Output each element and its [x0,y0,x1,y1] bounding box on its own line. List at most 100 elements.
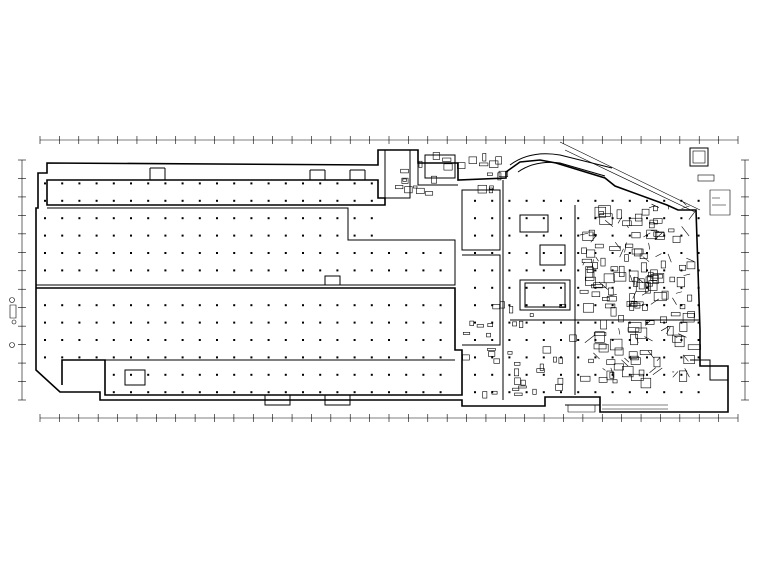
duct-segment [624,242,627,253]
equipment-box [679,322,688,332]
column-dot [130,391,132,394]
column-dot [198,252,201,254]
column-dot [44,182,46,185]
column-dot [216,182,218,185]
column-dot [663,304,666,307]
column-dot [198,304,201,307]
column-dot [78,199,81,202]
column-dot [491,217,494,220]
column-dot [198,217,201,220]
column-dot [663,269,666,272]
equipment-box [593,332,607,337]
equipment-box [442,157,452,162]
equipment-box [514,377,521,385]
column-dot [267,199,270,202]
column-dot [164,304,167,307]
equipment-box [630,357,641,365]
column-dot [646,391,648,394]
equipment-box [432,152,440,160]
equipment-box [640,377,652,389]
equipment-box [495,156,502,165]
column-dot [302,199,304,202]
duct-segment [647,350,654,359]
column-dot [611,304,614,307]
column-dot [491,321,494,324]
column-dot [508,252,511,254]
equipment-box [639,253,648,259]
column-dot [697,269,700,272]
duct-segment [681,226,690,237]
equipment-box [614,347,624,356]
column-dot [336,304,339,307]
equipment-box [586,266,594,273]
column-dot [405,269,408,272]
column-dot [95,252,98,254]
column-dot [78,234,81,237]
equipment-box [629,300,635,311]
equipment-box [608,287,614,296]
equipment-box [580,375,591,382]
column-dot [646,269,648,272]
column-dot [250,199,253,202]
duct-segment [655,253,662,258]
column-dot [164,391,167,394]
column-dot [267,373,270,376]
column-dot [542,391,545,394]
column-dot [302,182,304,185]
column-dot [319,217,322,220]
column-dot [302,217,304,220]
duct-segment [644,336,653,342]
duct-segment [591,259,594,268]
column-dot [147,373,150,376]
column-dot [680,234,683,237]
duct-segment [683,273,691,276]
column-dot [525,391,528,394]
column-dot [525,304,528,307]
equipment-box [624,254,629,262]
column-dot [147,217,150,220]
equipment-box [631,248,644,255]
equipment-box [618,315,624,323]
dimension-grid [18,136,749,422]
column-dot [250,391,253,394]
column-dot [284,304,287,307]
column-dot [181,234,184,237]
column-dot [405,356,408,359]
column-dot [61,304,64,307]
column-dot [474,286,476,289]
column-dot [474,339,476,341]
equipment-box [669,276,675,283]
column-dot [646,339,648,341]
duct-segment [614,242,621,250]
column-dot [646,373,648,376]
column-dot [491,356,494,359]
column-dot [422,304,425,307]
duct-segment [582,261,585,266]
duct-segment [686,257,695,262]
column-dot [78,356,81,359]
column-dot [198,339,201,341]
equipment-box [486,332,491,338]
column-dot [130,217,132,220]
plan-caption [567,404,668,413]
equipment-box [499,301,505,309]
column-dot [198,234,201,237]
column-dot [198,356,201,359]
column-dot [216,373,218,376]
equipment-box [512,387,520,391]
column-dot [44,356,46,359]
equipment-box [606,359,616,365]
equipment-box [492,304,500,310]
column-dot [353,304,356,307]
column-dot [78,321,81,324]
duct-segment [629,275,633,283]
column-dot [474,321,476,324]
equipment-box [616,209,622,220]
column-dot [267,182,270,185]
equipment-box [631,232,641,239]
column-dot [336,269,339,272]
column-dot [388,321,390,324]
duct-segment [678,333,687,338]
column-dot [130,339,132,341]
column-dot [508,391,511,394]
